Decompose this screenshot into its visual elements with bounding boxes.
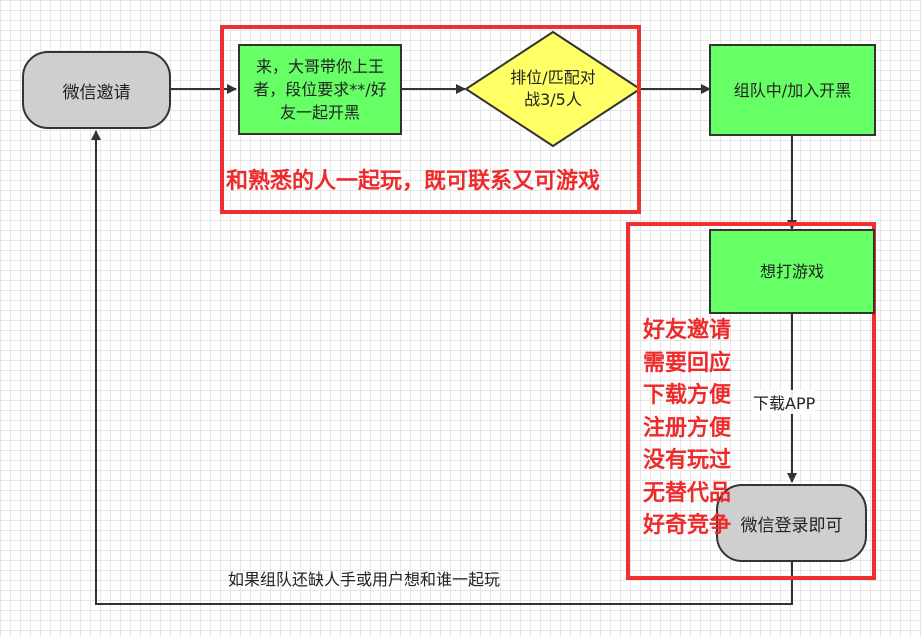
highlight-frame-right xyxy=(626,222,876,580)
node-big-brother-offer-text: 来，大哥带你上王者，段位要求**/好友一起开黑 xyxy=(253,57,387,122)
side-list-item: 下载方便 xyxy=(643,383,732,408)
side-list-item: 好奇竞争 xyxy=(643,513,732,538)
edge-label-loop-back: 如果组队还缺人手或用户想和谁一起玩 xyxy=(228,570,501,589)
side-list-item: 好友邀请 xyxy=(643,318,732,343)
node-want-play[interactable]: 想打游戏 xyxy=(709,229,875,314)
node-join-team[interactable]: 组队中/加入开黑 xyxy=(709,44,876,136)
side-list-item: 没有玩过 xyxy=(643,448,732,473)
top-highlight-note: 和熟悉的人一起玩，既可联系又可游戏 xyxy=(226,169,601,194)
side-list-item: 无替代品 xyxy=(643,480,732,506)
node-wechat-invite[interactable]: 微信邀请 xyxy=(22,51,171,129)
side-highlight-list: 好友邀请 需要回应 下载方便 注册方便 没有玩过 无替代品 好奇竞争 xyxy=(643,315,731,543)
side-list-item: 需要回应 xyxy=(643,350,732,376)
edge-label-download-app: 下载APP xyxy=(753,390,816,414)
highlight-frame-top xyxy=(220,25,641,214)
node-join-team-text: 组队中/加入开黑 xyxy=(733,80,852,100)
side-list-item: 注册方便 xyxy=(643,415,732,441)
node-wechat-login[interactable]: 微信登录即可 xyxy=(716,484,867,562)
edge-loop-back xyxy=(91,130,793,605)
node-big-brother-offer[interactable]: 来，大哥带你上王者，段位要求**/好友一起开黑 xyxy=(238,44,402,135)
node-want-play-text: 想打游戏 xyxy=(759,262,824,281)
node-ranked-match-text: 排位/匹配对战3/5人 xyxy=(510,68,596,109)
decision-diamond[interactable] xyxy=(464,30,642,148)
